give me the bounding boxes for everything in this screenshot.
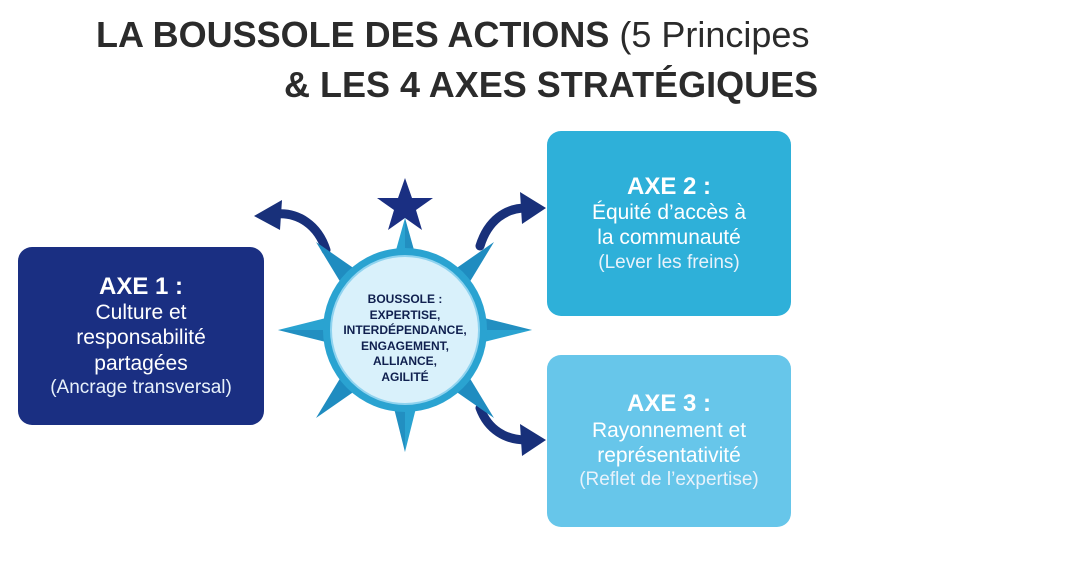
title-principles: (5 Principes [609, 14, 810, 55]
title-main: LA BOUSSOLE DES ACTIONS [96, 14, 610, 55]
compass-line: EXPERTISE, [369, 307, 441, 322]
arrow-to-axe1-icon [254, 200, 331, 255]
axe-2-body-line: Équité d’accès à [591, 201, 747, 225]
axe-1-box: AXE 1 : Culture et responsabilité partag… [18, 247, 264, 425]
page-subtitle: & LES 4 AXES STRATÉGIQUES [284, 64, 819, 105]
compass-line: ENGAGEMENT, [360, 338, 449, 353]
compass-line: BOUSSOLE : [367, 292, 443, 306]
compass-line: ALLIANCE, [373, 354, 437, 369]
compass-line: AGILITÉ [381, 369, 429, 384]
axe-3-subtitle: (Reflet de l’expertise) [579, 469, 759, 491]
compass-icon [278, 178, 532, 452]
axe-1-body-line: Culture et [95, 301, 187, 325]
compass-line: INTERDÉPENDANCE, [343, 323, 467, 338]
axe-3-heading: AXE 3 : [626, 390, 712, 418]
axe-2-box: AXE 2 : Équité d’accès à la communauté (… [547, 131, 791, 316]
axe-3-body-line: représentativité [597, 443, 741, 467]
arrow-to-axe3-icon [475, 403, 546, 456]
axe-1-subtitle: (Ancrage transversal) [50, 376, 232, 398]
axe-1-body-line: responsabilité [76, 326, 206, 350]
axe-2-heading: AXE 2 : [626, 172, 712, 200]
compass-principles: BOUSSOLE : EXPERTISE, INTERDÉPENDANCE, E… [330, 292, 480, 386]
axe-2-body-line: la communauté [597, 226, 741, 250]
axe-3-body-line: Rayonnement et [591, 418, 747, 442]
axe-1-body-line: partagées [94, 351, 188, 375]
star-icon [377, 178, 433, 230]
arrow-to-axe2-icon [475, 192, 546, 251]
axe-1-heading: AXE 1 : [98, 272, 184, 300]
axe-2-subtitle: (Lever les freins) [598, 251, 740, 273]
axe-3-box: AXE 3 : Rayonnement et représentativité … [547, 355, 791, 527]
page-title: LA BOUSSOLE DES ACTIONS (5 Principes [96, 14, 896, 56]
